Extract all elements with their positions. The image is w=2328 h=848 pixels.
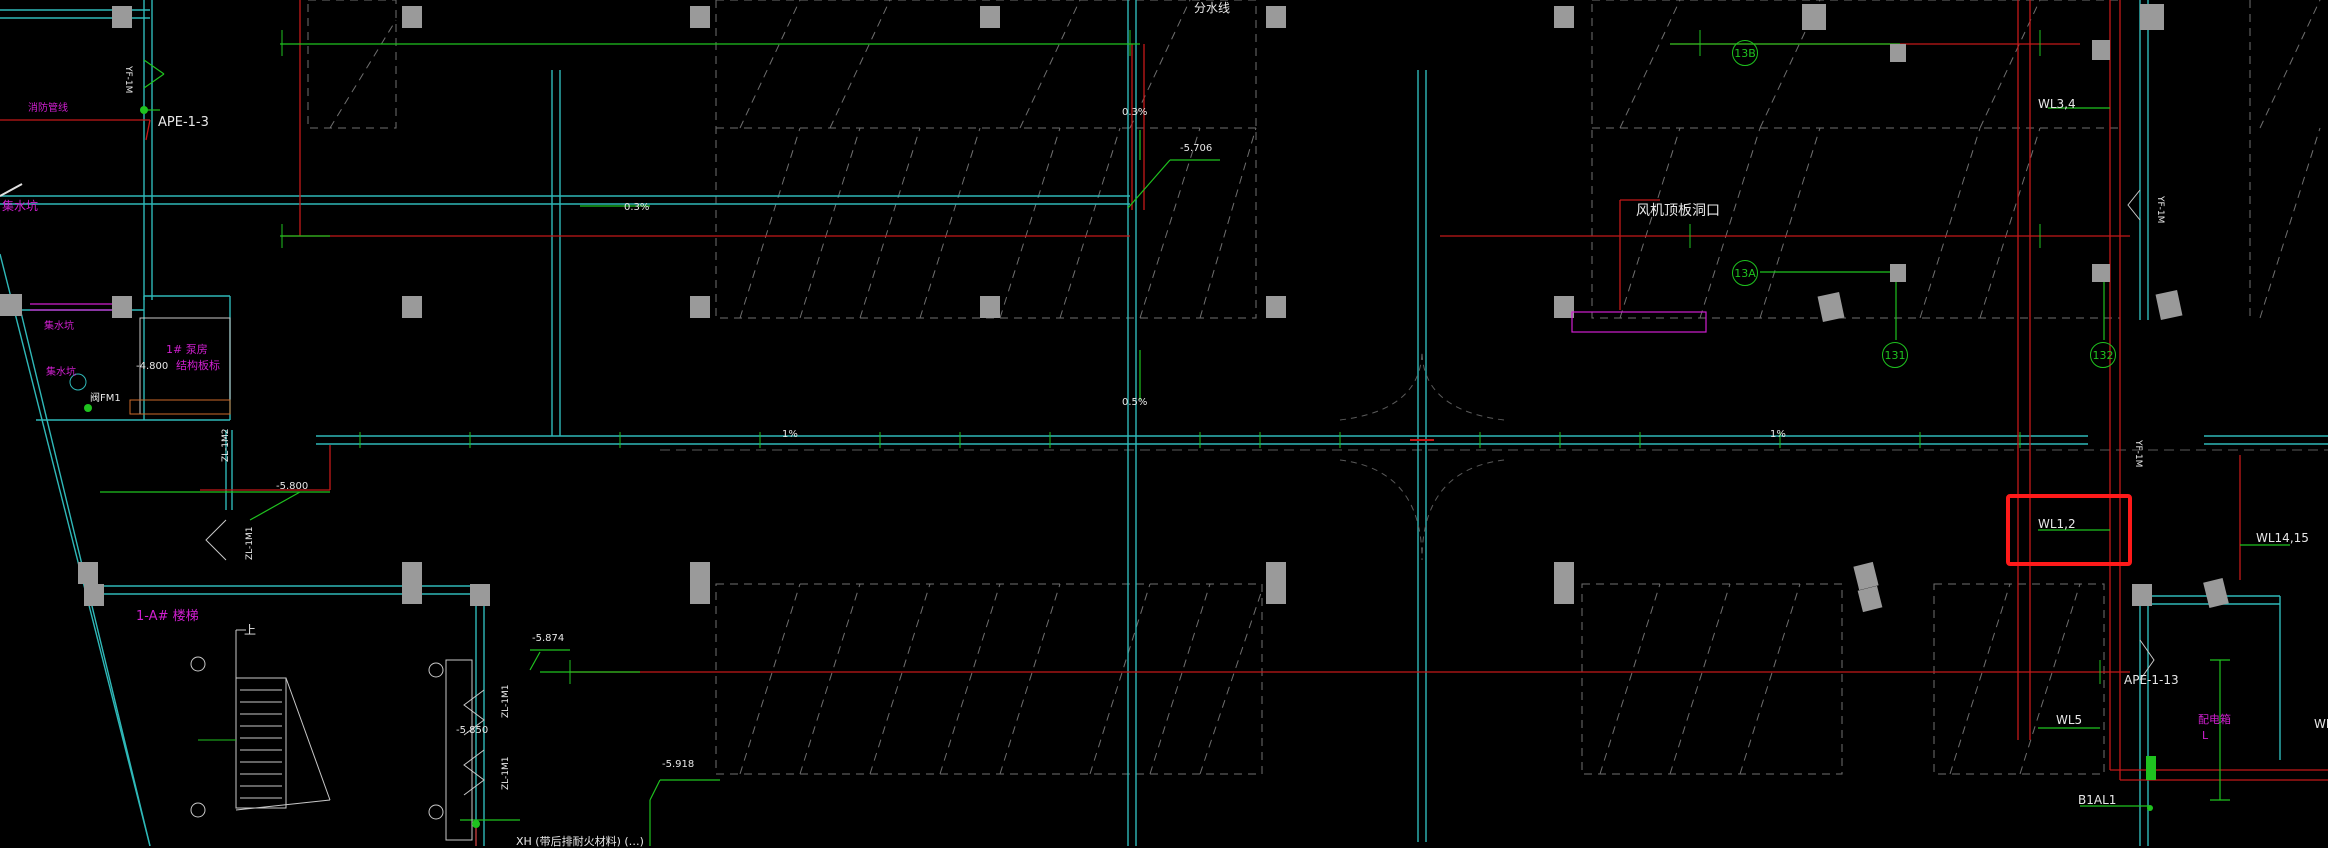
label-right-magenta: 配电箱 <box>2198 713 2231 726</box>
label-elev-5874: -5.874 <box>532 633 565 644</box>
label-magenta-left2: 集水坑 <box>2 199 39 213</box>
grid-bubble-13a: 13A <box>1732 260 1758 286</box>
outlet-dots <box>84 106 2153 828</box>
drainage-trench-vertical <box>0 0 2281 846</box>
label-b1al1: B1AL1 <box>2078 793 2117 807</box>
green-pipes <box>100 43 2290 846</box>
selection-highlight-box[interactable] <box>2006 494 2132 566</box>
label-fm: 阀FM1 <box>90 393 121 404</box>
tag-yf-1: YF-1M <box>123 66 133 94</box>
label-ape-1-13: APE-1-13 <box>2124 673 2179 687</box>
label-magenta-left1: 消防管线 <box>28 103 68 114</box>
pump-room <box>69 317 231 415</box>
white-pipe <box>0 183 23 197</box>
grid-bubble-13b: 13B <box>1732 40 1758 66</box>
label-slope-03a: 0.3% <box>1122 107 1148 118</box>
label-wl3-4: WL3,4 <box>2038 97 2076 111</box>
label-fan-opening: 风机顶板洞口 <box>1636 203 1720 219</box>
label-right-magenta2: L <box>2202 729 2209 742</box>
label-wl5: WL5 <box>2056 713 2083 727</box>
label-wl1-2: WL1,2 <box>2038 517 2076 531</box>
label-fen-shui-xian: 分水线 <box>1194 1 1231 15</box>
label-elev-5918: -5.918 <box>662 759 695 770</box>
label-struct-note: 结构板标 <box>176 359 220 372</box>
tag-yf-2: YF-1M <box>2155 196 2165 224</box>
trench-ticks <box>281 30 2101 684</box>
label-slope-1a: 1% <box>782 429 798 440</box>
label-ape-1-3: APE-1-3 <box>158 115 209 130</box>
label-up: 上 <box>244 623 257 637</box>
label-slope-05: 0.5% <box>1122 397 1148 408</box>
grid-bubble-131: 131 <box>1882 342 1908 368</box>
tag-yf-3: YF-1M <box>2133 440 2143 468</box>
tag-zl-1m2: ZL-1M2 <box>221 428 231 463</box>
tag-zl-1m1-a: ZL-1M1 <box>245 526 255 561</box>
staircase <box>190 629 473 841</box>
label-magenta-2: 集水坑 <box>46 367 76 378</box>
structural-columns <box>0 4 2229 613</box>
label-elev-5706: -5.706 <box>1180 143 1213 154</box>
green-valve <box>2146 756 2156 780</box>
riser-symbols <box>205 189 2155 796</box>
label-elev-5850: -5.850 <box>456 725 489 736</box>
magenta-elements <box>30 303 1707 333</box>
label-pump-room: 1# 泵房 <box>166 343 208 356</box>
drainage-trench-horizontal <box>0 195 2328 595</box>
label-elev-4800: -4.800 <box>136 361 169 372</box>
label-magenta-1: 集水坑 <box>44 321 74 332</box>
label-wl14-15: WL14,15 <box>2256 531 2309 545</box>
label-elev-5800: -5.800 <box>276 481 309 492</box>
grid-bubble-132: 132 <box>2090 342 2116 368</box>
label-xh-note: XH (带后排耐火材料) (…) <box>516 835 644 848</box>
label-wl-edge: WL <box>2314 717 2328 731</box>
label-slope-1b: 1% <box>1770 429 1786 440</box>
tag-zl-1m1-b: ZL-1M1 <box>501 684 511 719</box>
junction-curves <box>1339 349 1505 561</box>
tag-zl-1m1-c: ZL-1M1 <box>501 756 511 791</box>
label-stair: 1-A# 楼梯 <box>136 609 199 624</box>
parking-stalls-bottom <box>715 583 2105 775</box>
label-slope-03b: 0.3% <box>624 202 650 213</box>
